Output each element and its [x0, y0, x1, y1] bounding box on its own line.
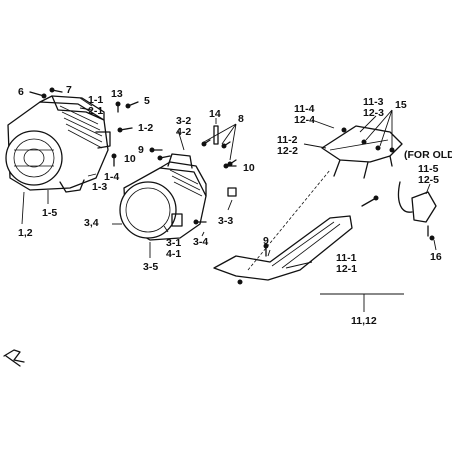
- label-3-4: 3-4: [193, 236, 208, 248]
- label-1-2-assembly: 1,2: [18, 227, 33, 239]
- lower-bracket: [213, 215, 353, 281]
- label-11-3: 11-3: [363, 96, 384, 108]
- bolt-1-2: [117, 127, 133, 133]
- label-7: 7: [66, 84, 72, 96]
- bolt-5: [125, 101, 139, 109]
- upper-bracket: [321, 125, 403, 179]
- label-3-5: 3-5: [143, 261, 158, 273]
- bolt-10b: [223, 163, 237, 169]
- label-11-5: 11-5: [418, 163, 439, 175]
- label-3-2: 3-2: [176, 115, 191, 127]
- label-1-1: 1-1: [88, 94, 103, 106]
- bolt-6: [29, 91, 47, 99]
- label-15: 15: [395, 99, 407, 111]
- label-11-1: 11-1: [336, 252, 357, 264]
- bolt-12-1: [237, 279, 243, 285]
- label-12-3: 12-3: [363, 107, 384, 119]
- bolt-1-4: [111, 153, 117, 167]
- dashed-guide: [247, 169, 331, 271]
- label-11-12-assembly: 11,12: [351, 315, 377, 327]
- bolts-15: [361, 139, 395, 153]
- label-4-2: 4-2: [176, 126, 191, 138]
- label-12-1: 12-1: [336, 263, 357, 275]
- bolt-10: [157, 155, 171, 161]
- label-5: 5: [144, 95, 150, 107]
- label-16: 16: [430, 251, 442, 263]
- label-12-2: 12-2: [277, 145, 298, 157]
- headlight-assembly-middle: [119, 153, 207, 241]
- leader-lines: [21, 97, 437, 312]
- clip-3-3: [227, 187, 237, 197]
- label-11-4: 11-4: [294, 103, 315, 115]
- label-1-4: 1-4: [104, 171, 119, 183]
- label-8: 8: [238, 113, 244, 125]
- callout-labels: 6 7 13 5 1-1 2-1 1-2 1-4 1-3 1-5 1,2 14 …: [18, 84, 452, 327]
- label-3-4-assembly: 3,4: [84, 217, 99, 229]
- label-3-1: 3-1: [166, 237, 181, 249]
- label-3-3: 3-3: [218, 215, 233, 227]
- bolt-3-4: [193, 219, 207, 225]
- label-for-old: (FOR OLD): [404, 149, 452, 161]
- label-1-2: 1-2: [138, 122, 153, 134]
- label-9a: 9: [138, 144, 144, 156]
- bolt-7: [49, 87, 63, 93]
- label-11-2: 11-2: [277, 134, 298, 146]
- label-2-1: 2-1: [88, 105, 103, 117]
- wire-connector: [361, 195, 379, 207]
- relay-unit: [397, 181, 437, 241]
- label-10b: 10: [243, 162, 255, 174]
- headlight-assembly-left: [5, 95, 111, 193]
- label-4-1: 4-1: [166, 248, 181, 260]
- label-9b: 9: [263, 235, 269, 247]
- label-6: 6: [18, 86, 24, 98]
- label-12-5: 12-5: [418, 174, 439, 186]
- bolt-13: [115, 101, 121, 113]
- bracket-14: [213, 125, 219, 145]
- label-12-4: 12-4: [294, 114, 315, 126]
- label-14: 14: [209, 108, 221, 120]
- cable-end: [3, 349, 25, 367]
- bolt-9: [149, 147, 163, 153]
- label-1-3: 1-3: [92, 181, 107, 193]
- bolts-8: [201, 139, 237, 167]
- label-10a: 10: [124, 153, 136, 165]
- label-1-5: 1-5: [42, 207, 57, 219]
- bolt-9b: [263, 243, 269, 257]
- label-13: 13: [111, 88, 123, 100]
- bolt-11-4: [341, 127, 347, 133]
